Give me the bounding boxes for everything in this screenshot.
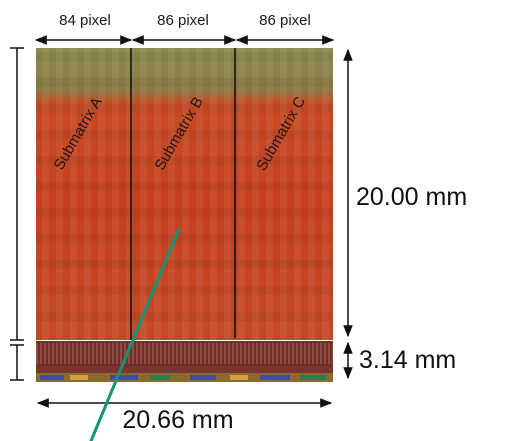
main-height-label: 20.00 mm <box>356 183 467 211</box>
width-label: 20.66 mm <box>122 406 233 434</box>
periphery-region <box>36 341 333 382</box>
column-a-width-label: 84 pixel <box>59 12 111 29</box>
column-c-width-label: 86 pixel <box>259 12 311 29</box>
periphery-height-label: 3.14 mm <box>359 346 456 374</box>
sensor-matrix <box>36 48 333 340</box>
column-b-width-label: 86 pixel <box>157 12 209 29</box>
left-height-bracket <box>10 47 24 381</box>
pointer-line <box>89 227 181 441</box>
